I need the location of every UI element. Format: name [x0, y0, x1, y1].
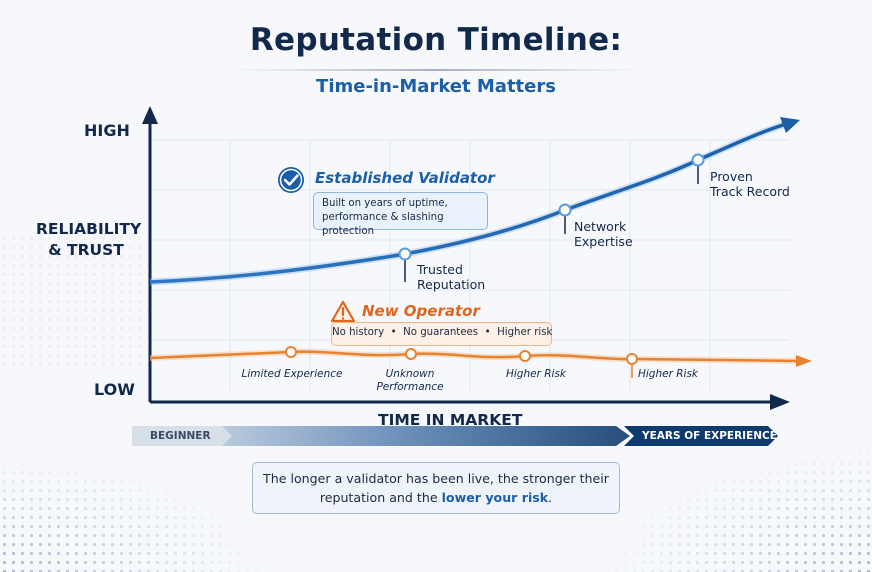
beginner-tag: BEGINNER	[150, 430, 211, 442]
established-validator-description: Built on years of uptime, performance & …	[313, 192, 488, 237]
milestone-line: Expertise	[574, 234, 633, 249]
y-axis-title-line1: RELIABILITY	[36, 220, 142, 238]
milestone-label-proven-track-record: Proven Track Record	[710, 169, 790, 199]
established-arrowhead	[780, 117, 800, 133]
years-of-experience-tag: YEARS OF EXPERIENCE	[642, 430, 777, 442]
y-axis-title: RELIABILITY & TRUST	[36, 219, 142, 261]
y-axis-title-line2: & TRUST	[48, 241, 124, 259]
established-desc-line2: performance & slashing protection	[322, 212, 444, 237]
page-subtitle: Time-in-Market Matters	[316, 76, 556, 97]
x-axis-arrowhead	[770, 394, 790, 410]
check-circle-icon	[278, 167, 304, 193]
new-operator-tag: Higher risk	[497, 327, 553, 338]
new-operator-tag: No guarantees	[403, 327, 479, 338]
summary-line2-suffix: .	[548, 490, 553, 505]
milestone-label-trusted-reputation: Trusted Reputation	[417, 262, 485, 292]
summary-note: The longer a validator has been live, th…	[252, 462, 620, 514]
established-validator-title: Established Validator	[315, 169, 495, 187]
summary-line2-prefix: reputation and the	[319, 490, 442, 505]
summary-line1: The longer a validator has been live, th…	[263, 471, 609, 486]
y-axis-high-label: HIGH	[84, 121, 130, 140]
new-operator-line	[149, 350, 801, 363]
dots-decoration-left	[0, 440, 300, 572]
y-axis-arrowhead	[142, 106, 158, 124]
milestone-label-network-expertise: Network Expertise	[574, 219, 633, 249]
milestone-line: Unknown	[385, 368, 435, 380]
milestone-line: Trusted	[417, 262, 463, 277]
milestone-line: Track Record	[710, 184, 790, 199]
dots-decoration-right	[572, 430, 872, 572]
y-axis-low-label: LOW	[94, 380, 135, 399]
milestone-line: Reputation	[417, 277, 486, 292]
established-desc-line1: Built on years of uptime,	[322, 198, 448, 209]
milestone-line: Higher Risk	[637, 368, 698, 380]
milestone-marker-trusted	[398, 247, 412, 261]
title-divider	[232, 69, 640, 71]
milestone-marker-network	[558, 203, 572, 217]
milestone-label-higher-risk-2: Higher Risk	[628, 368, 708, 381]
milestone-line: Higher Risk	[505, 368, 566, 380]
established-milestones	[398, 153, 705, 282]
summary-highlight: lower your risk	[441, 490, 549, 505]
beginner-tag-shape	[132, 426, 232, 446]
new-operator-milestones	[285, 346, 638, 378]
tag-separator: •	[390, 327, 397, 338]
milestone-line: Proven	[710, 169, 753, 184]
milestone-label-higher-risk-1: Higher Risk	[496, 368, 576, 381]
new-operator-tag: No history	[332, 327, 385, 338]
milestone-label-unknown-performance: Unknown Performance	[360, 368, 460, 394]
warning-triangle-icon	[330, 300, 356, 323]
milestone-line: Network	[574, 219, 627, 234]
milestone-line: Limited Experience	[241, 368, 343, 380]
new-operator-title: New Operator	[362, 302, 480, 320]
experience-band	[132, 426, 630, 446]
x-axis-title: TIME IN MARKET	[378, 411, 523, 429]
summary-line2: reputation and the lower your risk.	[263, 488, 609, 507]
milestone-label-limited-experience: Limited Experience	[231, 368, 353, 381]
page-title: Reputation Timeline:	[249, 22, 623, 58]
established-validator-line	[149, 122, 787, 284]
milestone-line: Performance	[376, 381, 444, 393]
years-tag-shape	[624, 426, 778, 446]
milestone-marker-proven	[691, 153, 705, 167]
new-operator-tags: No history • No guarantees • Higher risk	[331, 322, 552, 346]
tag-separator: •	[484, 327, 491, 338]
new-operator-arrowhead	[796, 355, 812, 367]
